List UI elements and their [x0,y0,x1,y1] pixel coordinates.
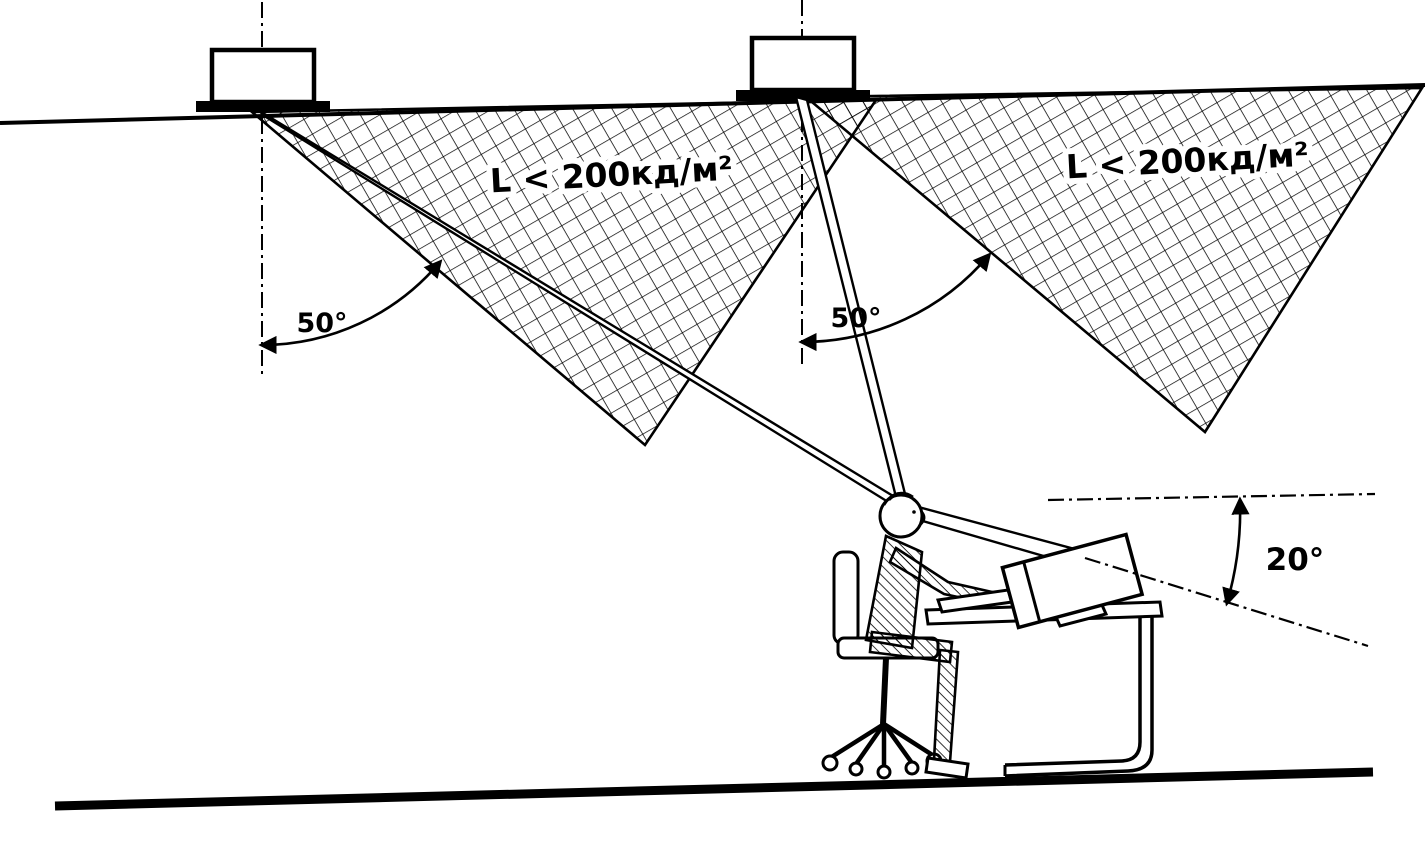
person-eye [912,510,916,514]
monitor-screen-bezel [1022,561,1042,623]
luminaire-base-left [196,101,330,112]
shielding-angle-label-left: 50° [296,308,347,339]
luminaire-box-right [749,35,857,93]
chair-star-base [828,722,936,768]
viewing-angle-construction: 20° [1047,492,1376,648]
luminaire-box-left [209,47,317,105]
person-head [878,493,924,539]
desk-frame-outer [1004,616,1154,778]
ceiling-line [0,83,1425,125]
light-cone-left [248,98,879,447]
horizontal-reference-line [1047,492,1376,502]
shielding-angle-arc-left [258,259,443,355]
chair-post [880,657,889,725]
monitor-housing [1000,532,1145,630]
light-cone-right [802,86,1425,434]
person-lower-leg [932,648,960,764]
floor-line [54,767,1374,811]
luminaire-base-right [736,90,870,101]
viewing-angle-label: 20° [1266,542,1325,578]
desk [924,600,1164,778]
monitor [1000,532,1145,630]
desk-frame-inner [1004,616,1142,767]
person-hair [882,491,914,506]
shielding-angle-label-right: 50° [830,303,881,334]
person-shoe [924,756,970,780]
person-face [919,510,926,526]
shielding-angle-arc-right [798,252,992,352]
chair-backrest [832,550,860,646]
viewing-angle-arc [1222,496,1250,607]
